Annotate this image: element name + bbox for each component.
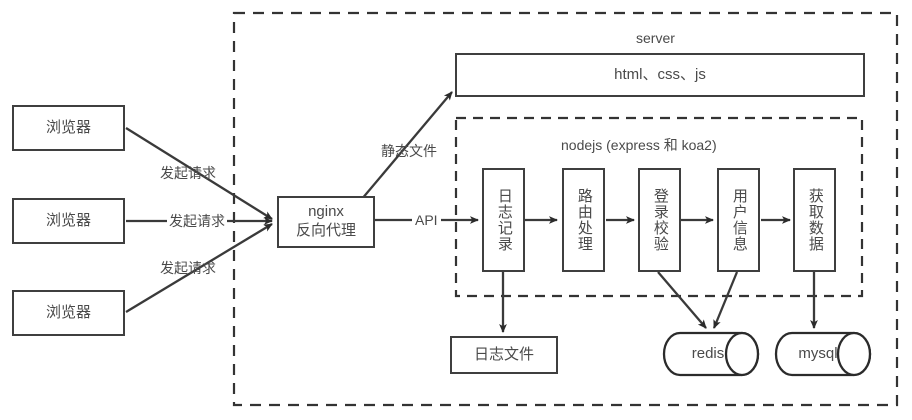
browser-box-2[interactable]: 浏览器 [12, 198, 125, 244]
edge-browser1-to-nginx [125, 127, 273, 220]
edge-label-static-files: 静态文件 [381, 143, 437, 159]
edge-label-request-3: 发起请求 [160, 260, 216, 276]
log-file-label: 日志文件 [473, 345, 534, 363]
nginx-label-line1: nginx [308, 203, 344, 221]
log-file-box[interactable]: 日志文件 [450, 336, 558, 374]
nginx-reverse-proxy-box[interactable]: nginx 反向代理 [277, 196, 375, 248]
middleware-box-fetchdata[interactable]: 获取数据 [793, 168, 836, 272]
browser-box-3[interactable]: 浏览器 [12, 290, 125, 336]
mysql-cylinder [774, 331, 872, 377]
browser-box-3-label: 浏览器 [45, 303, 91, 321]
server-boundary-dashed [232, 11, 899, 407]
edge-label-request-1: 发起请求 [160, 165, 216, 181]
middleware-box-log-label: 日志记录 [495, 188, 513, 252]
edge-nginx-to-static [355, 91, 453, 207]
browser-box-2-label: 浏览器 [45, 211, 91, 229]
middleware-box-auth-label: 登录校验 [651, 188, 669, 252]
nginx-label-line2: 反向代理 [295, 222, 356, 239]
browser-box-1[interactable]: 浏览器 [12, 105, 125, 151]
browser-box-1-label: 浏览器 [45, 118, 91, 136]
middleware-box-userinfo[interactable]: 用户信息 [717, 168, 760, 272]
middleware-box-userinfo-label: 用户信息 [730, 188, 748, 252]
edge-label-request-2: 发起请求 [167, 211, 227, 231]
edge-userinfo-to-redis [712, 271, 739, 329]
static-assets-box[interactable]: html、css、js [455, 53, 865, 97]
redis-cylinder [662, 331, 760, 377]
middleware-box-log[interactable]: 日志记录 [482, 168, 525, 272]
middleware-box-route-label: 路由处理 [575, 188, 593, 252]
mysql-label: mysql [798, 345, 838, 362]
redis-label: redis [691, 345, 725, 362]
middleware-box-auth[interactable]: 登录校验 [638, 168, 681, 272]
edge-label-api: API [412, 212, 441, 228]
edge-auth-to-redis [657, 271, 707, 329]
nodejs-boundary-dashed [454, 116, 864, 298]
server-group-title: server [636, 30, 675, 46]
middleware-box-route[interactable]: 路由处理 [562, 168, 605, 272]
nodejs-group-title: nodejs (express 和 koa2) [561, 137, 717, 153]
static-assets-label: html、css、js [614, 65, 706, 83]
middleware-box-fetchdata-label: 获取数据 [806, 188, 824, 252]
edge-browser3-to-nginx [125, 223, 273, 313]
